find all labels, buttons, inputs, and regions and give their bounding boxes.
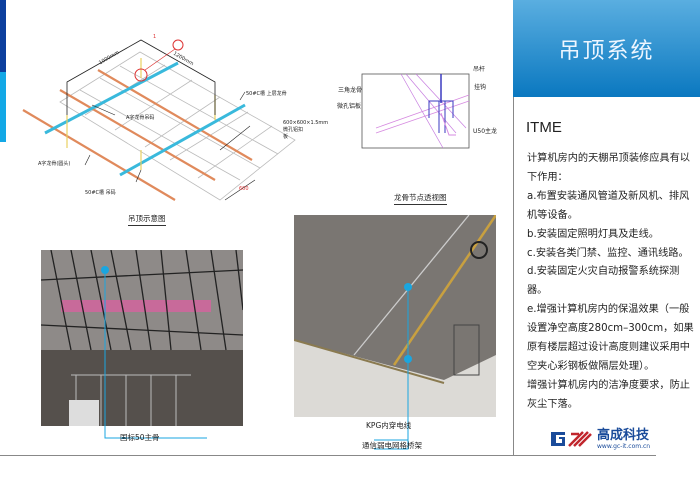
logo-name: 高成科技: [597, 428, 650, 443]
label-hook: 挂钩: [474, 84, 487, 91]
label-a-keel: A字龙骨(圆头): [38, 161, 71, 167]
description-text: 计算机房内的天棚吊顶装修应具有以下作用： a.布置安装通风管道及新风机、排风机等…: [527, 150, 695, 415]
label-perforated-panel: 微孔铝板: [337, 103, 362, 110]
a-keel-bars: [22, 69, 253, 201]
detail-marker-callout: [172, 39, 184, 51]
photo2-label-tray: 通信弱电网格桥架: [362, 441, 422, 450]
label-top-channel: 50#C槽 上层龙骨: [246, 91, 287, 97]
photo-ceiling-cables: [294, 215, 496, 417]
label-rod: 吊杆: [473, 66, 486, 73]
diagram2-caption: 龙骨节点透视图: [394, 192, 447, 205]
section-heading: ITME: [526, 119, 562, 136]
ceiling-diagram: [22, 39, 296, 201]
photo1-label: 国标50主骨: [120, 433, 160, 442]
divider-vertical: [513, 97, 514, 455]
photo2-label-cable: KPG内穿电线: [366, 421, 412, 430]
dimension-lines: [66, 39, 216, 115]
logo-mark-icon: [551, 431, 592, 447]
page-title: 吊顶系统: [558, 38, 655, 64]
label-hanger: A字龙骨吊码: [126, 115, 155, 121]
photo-ceiling-frame: [41, 250, 243, 426]
diagram1-caption: 吊顶示意图: [128, 213, 166, 226]
accent-stripe-light: [0, 72, 6, 142]
paragraph: 增强计算机房内的洁净度要求，防止灰尘下落。: [527, 379, 690, 410]
detail-marker: [134, 68, 148, 82]
label-triangle-keel: 三角龙骨: [338, 87, 363, 94]
divider-horizontal: [0, 455, 656, 456]
paragraph: c.安装各类门禁、监控、通讯线路。: [527, 247, 689, 259]
accent-stripe-dark: [0, 0, 6, 72]
panel-grid: [59, 51, 296, 201]
logo-url: www.gc-it.com.cn: [597, 443, 651, 450]
paragraph: 计算机房内的天棚吊顶装修应具有以下作用：: [527, 153, 690, 183]
paragraph: a.布置安装通风管道及新风机、排风机等设备。: [527, 190, 690, 221]
marker-label: 1: [153, 34, 157, 40]
label-panel: 600×600×1.5mm微孔铝扣板: [283, 120, 329, 140]
keel-node-diagram: [361, 73, 470, 149]
paragraph: b.安装固定照明灯具及走线。: [527, 228, 659, 240]
label-c-hanger: 50#C槽 吊码: [85, 190, 116, 196]
paragraph: d.安装固定火灾自动报警系统探测器。: [527, 266, 680, 297]
company-logo: 高成科技 www.gc-it.com.cn: [549, 424, 650, 450]
paragraph: e.增强计算机房内的保温效果（一般设置净空高度280cm–300cm，如果原有楼…: [527, 304, 694, 372]
title-banner: 吊顶系统: [513, 0, 700, 97]
callout-lines: [374, 283, 412, 450]
label-main-keel: U50主龙: [473, 128, 498, 135]
dimension-label: 600: [239, 186, 249, 192]
callout-line: [101, 266, 207, 439]
